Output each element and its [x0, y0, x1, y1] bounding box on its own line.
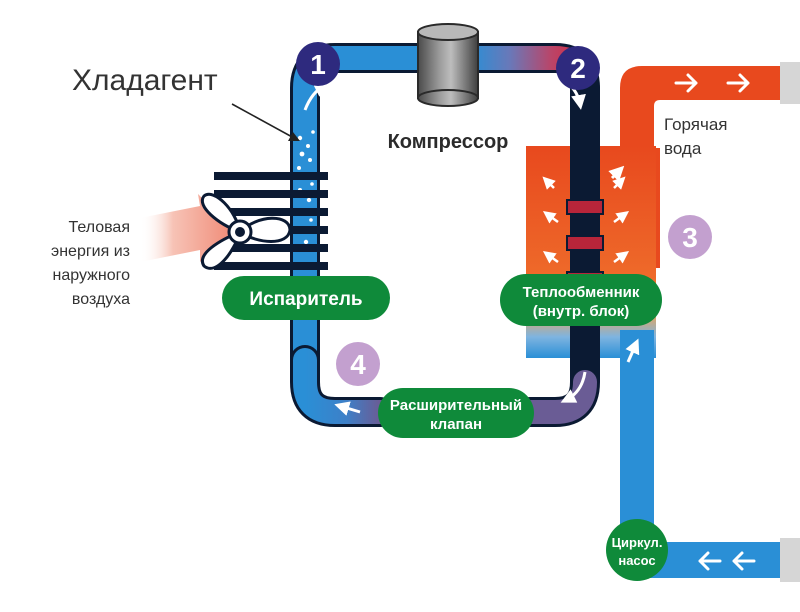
svg-text:Горячая: Горячая — [664, 115, 728, 134]
svg-text:Теловая: Теловая — [68, 219, 130, 236]
refrigerant-label: Хладагент — [72, 64, 218, 97]
heat-exchanger-coil — [566, 199, 604, 287]
svg-text:Циркул.: Циркул. — [612, 535, 663, 550]
step-2-badge: 2 — [556, 46, 600, 90]
refrigerant-pointer — [231, 103, 300, 141]
hot-water-label: Горячая вода — [664, 115, 728, 158]
svg-text:3: 3 — [682, 222, 698, 253]
svg-text:наружного: наружного — [53, 267, 131, 284]
svg-text:клапан: клапан — [430, 416, 482, 433]
step-4-badge: 4 — [336, 342, 380, 386]
compressor-label: Компрессор — [388, 131, 509, 153]
svg-text:насос: насос — [618, 553, 655, 568]
refrigerant-flow-arrows — [303, 80, 640, 416]
svg-text:Расширительный: Расширительный — [390, 397, 522, 414]
svg-text:Испаритель: Испаритель — [249, 289, 362, 310]
cold-water-arrows — [698, 551, 756, 571]
evaporator-pill: Испаритель — [222, 276, 390, 320]
expansion-valve-pill: Расширительный клапан — [378, 388, 534, 438]
svg-text:вода: вода — [664, 139, 702, 158]
svg-text:энергия из: энергия из — [51, 243, 130, 260]
fan-icon — [200, 192, 292, 270]
svg-text:2: 2 — [570, 53, 586, 84]
svg-text:воздуха: воздуха — [72, 291, 130, 308]
svg-text:1: 1 — [310, 49, 326, 80]
compressor — [417, 23, 479, 107]
circulation-pump: Циркул. насос — [606, 519, 668, 581]
svg-text:Теплообменник: Теплообменник — [523, 284, 640, 301]
heat-exchanger-pill: Теплообменник (внутр. блок) — [500, 274, 662, 326]
svg-text:4: 4 — [350, 349, 366, 380]
step-1-badge: 1 — [296, 42, 340, 86]
hot-water-arrows — [674, 73, 750, 93]
step-3-badge: 3 — [668, 215, 712, 259]
svg-text:(внутр. блок): (внутр. блок) — [533, 303, 630, 320]
ambient-energy-label: Теловая энергия из наружного воздуха — [51, 219, 130, 308]
